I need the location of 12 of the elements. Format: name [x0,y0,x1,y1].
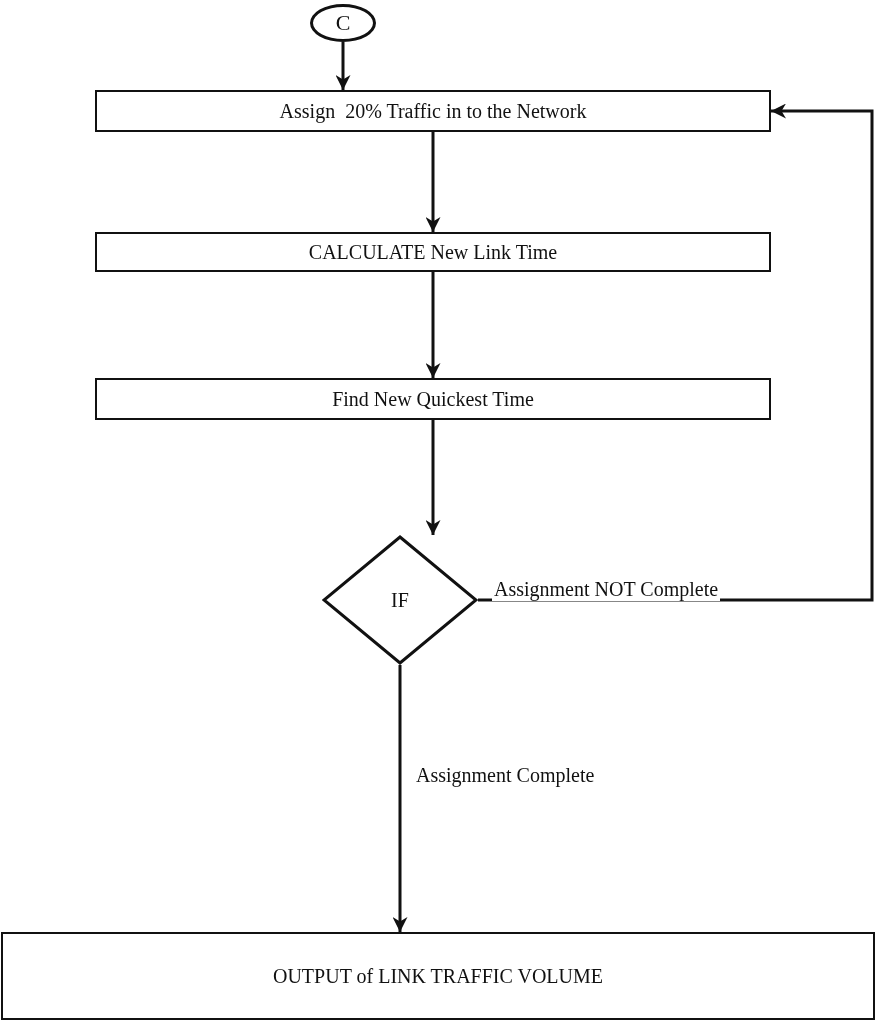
decision-diamond: IF [322,535,478,665]
process-box: Assign 20% Traffic in to the Network [95,90,771,132]
connector-circle: C [310,4,376,42]
arrow [335,42,351,90]
process-box: CALCULATE New Link Time [95,232,771,272]
process-box: Find New Quickest Time [95,378,771,420]
process-box: OUTPUT of LINK TRAFFIC VOLUME [1,932,875,1020]
arrow [425,132,441,232]
arrow [425,272,441,378]
arrow [425,420,441,535]
arrow [478,103,874,602]
arrow [392,665,408,932]
